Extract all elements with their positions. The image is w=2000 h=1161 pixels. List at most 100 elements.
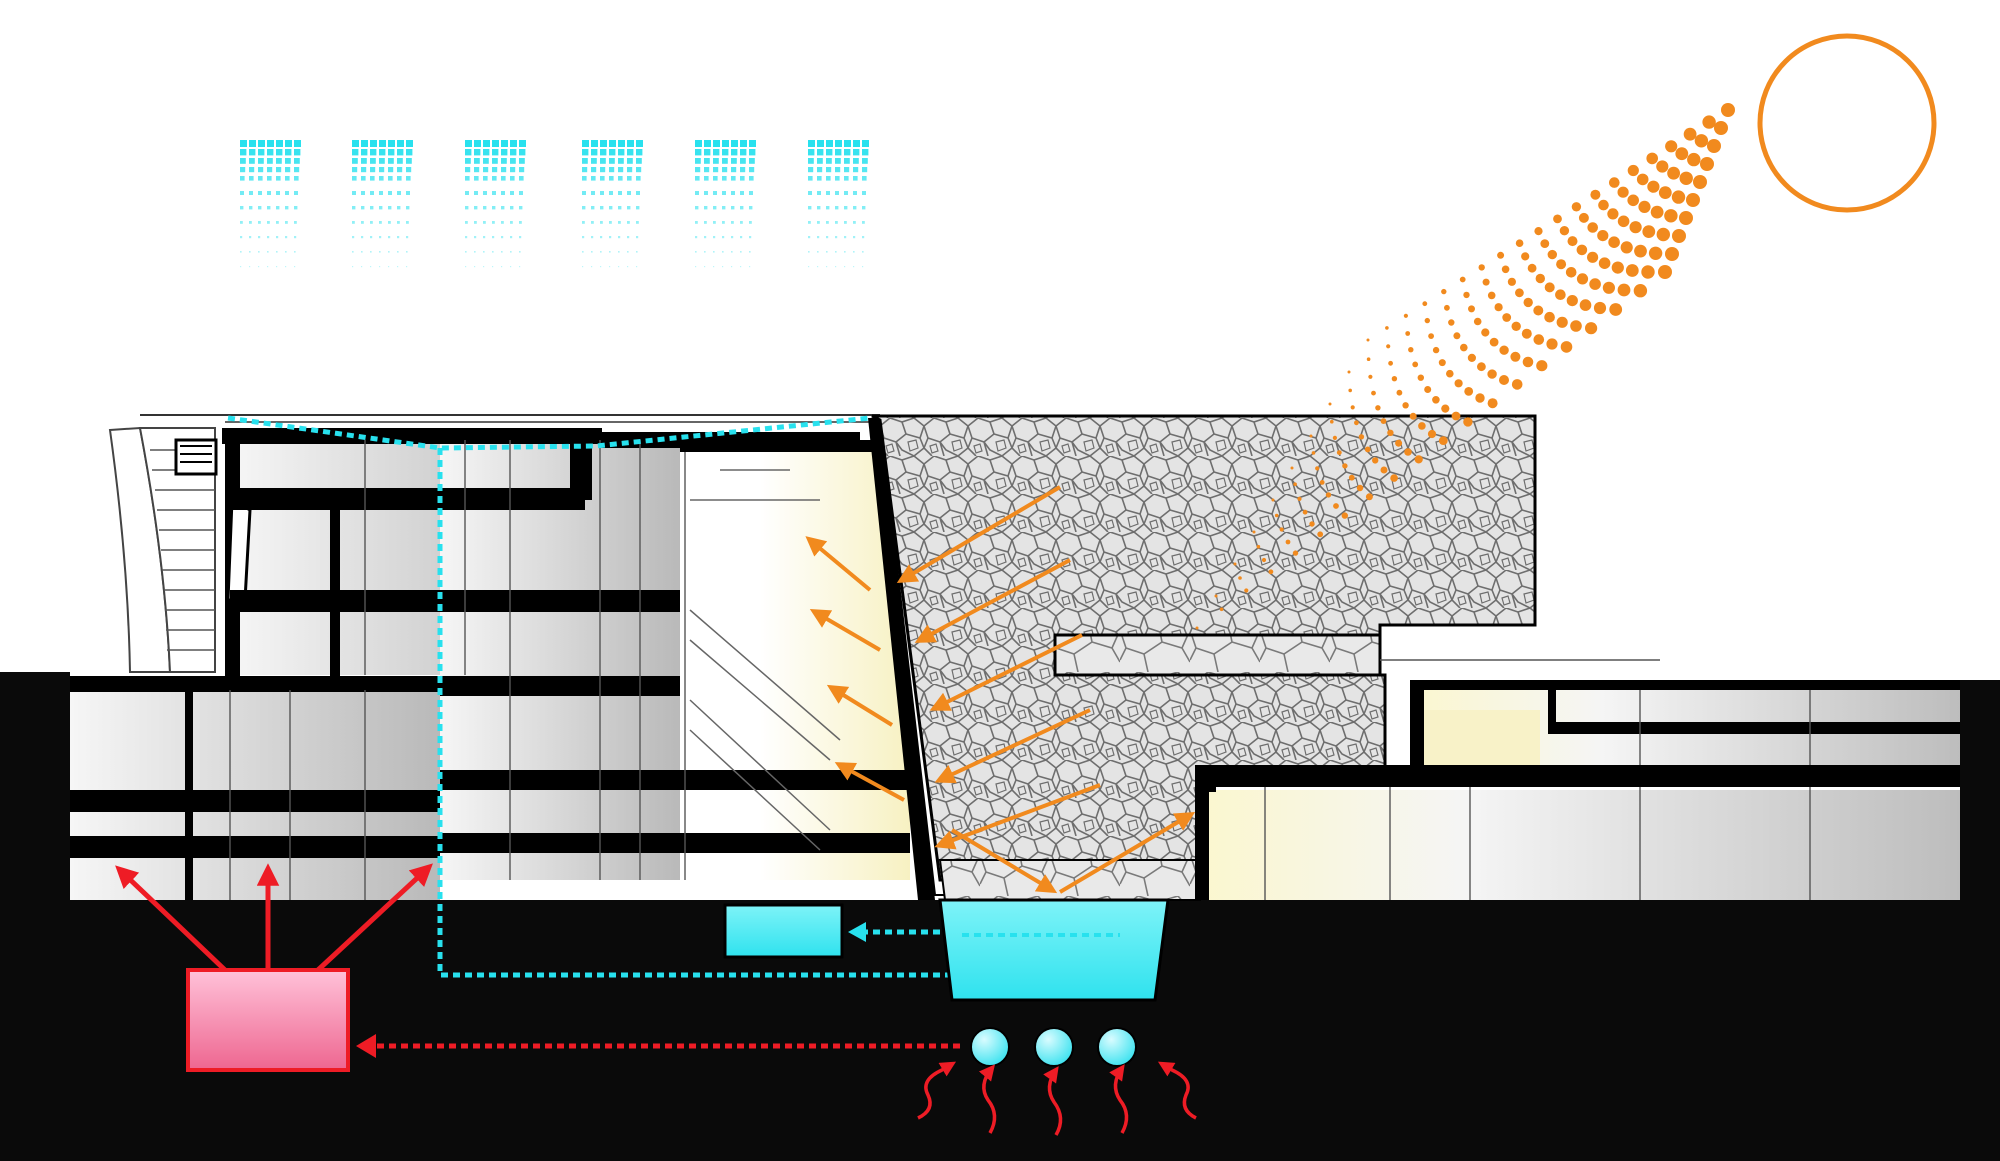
rain-drop bbox=[731, 251, 733, 253]
rain-drop bbox=[465, 221, 468, 224]
rain-drop bbox=[695, 266, 697, 268]
rain-drop bbox=[731, 158, 737, 164]
rain-drop bbox=[483, 176, 488, 181]
solar-ray-dot bbox=[1617, 186, 1629, 198]
solar-ray-dot bbox=[1385, 326, 1389, 330]
solar-ray-dot bbox=[1522, 356, 1534, 368]
rain-drop bbox=[844, 176, 849, 181]
rain-drop bbox=[817, 149, 824, 156]
rain-drop bbox=[591, 206, 595, 210]
rain-drop bbox=[361, 236, 364, 239]
solar-ray-dot bbox=[1412, 361, 1419, 368]
solar-ray-dot bbox=[1336, 450, 1342, 455]
solar-ray-dot bbox=[1642, 225, 1656, 239]
rain-drop bbox=[285, 140, 292, 147]
solar-ray-dot bbox=[1607, 208, 1619, 220]
rain-drop bbox=[844, 149, 851, 156]
rain-drop bbox=[474, 158, 480, 164]
solar-ray-dot bbox=[1679, 211, 1693, 225]
solar-ray-dot bbox=[1527, 263, 1537, 273]
rain-drop bbox=[388, 266, 390, 268]
solar-ray-dot bbox=[1560, 341, 1573, 353]
rain-drop bbox=[853, 236, 856, 239]
rain-drop bbox=[713, 221, 716, 224]
rain-drop bbox=[749, 158, 755, 164]
rain-drop bbox=[749, 149, 756, 156]
solar-ray-dot bbox=[1333, 503, 1339, 509]
rain-drop bbox=[591, 266, 593, 268]
rain-drop bbox=[388, 176, 393, 181]
solar-ray-dot bbox=[1658, 186, 1672, 200]
rain-drop bbox=[267, 206, 271, 210]
solar-ray-dot bbox=[1521, 252, 1530, 261]
solar-ray-dot bbox=[1544, 311, 1555, 323]
rain-drop bbox=[853, 191, 857, 195]
solar-ray-dot bbox=[1477, 362, 1486, 372]
solar-ray-dot bbox=[1261, 557, 1267, 563]
rain-drop bbox=[749, 221, 752, 224]
solar-ray-dot bbox=[1354, 420, 1359, 426]
rain-drop bbox=[397, 158, 403, 164]
solar-ray-dot bbox=[1358, 434, 1365, 440]
rain-drop bbox=[695, 236, 698, 239]
rain-drop bbox=[240, 206, 244, 210]
rain-drop bbox=[582, 176, 587, 181]
solar-ray-dot bbox=[1403, 313, 1408, 318]
rain-drop bbox=[618, 176, 623, 181]
solar-ray-dot bbox=[1453, 332, 1461, 340]
solar-ray-dot bbox=[1386, 344, 1391, 349]
solar-ray-dot bbox=[1571, 202, 1582, 212]
solar-ray-dot bbox=[1325, 492, 1332, 498]
solar-ray-dot bbox=[1371, 390, 1376, 396]
rain-drop bbox=[600, 158, 606, 164]
rain-drop bbox=[465, 167, 471, 173]
rain-drop bbox=[352, 149, 359, 156]
rain-drop bbox=[258, 140, 265, 147]
rain-drop bbox=[862, 167, 868, 173]
rain-drop bbox=[826, 251, 828, 253]
rain-drop bbox=[474, 176, 479, 181]
rain-drop bbox=[276, 167, 282, 173]
rain-drop bbox=[276, 221, 279, 224]
rain-drop bbox=[492, 206, 496, 210]
rain-drop bbox=[740, 167, 746, 173]
rain-drop bbox=[510, 140, 517, 147]
rain-drop bbox=[731, 140, 738, 147]
rain-drop bbox=[492, 251, 494, 253]
rain-drop bbox=[808, 251, 810, 253]
rain-drop bbox=[267, 140, 274, 147]
rain-drop bbox=[249, 236, 252, 239]
rain-drop bbox=[370, 206, 374, 210]
rain-drop bbox=[808, 167, 814, 173]
rain-drop bbox=[249, 167, 255, 173]
solar-ray-dot bbox=[1570, 320, 1582, 332]
rain-drop bbox=[352, 158, 358, 164]
solar-ray-dot bbox=[1609, 177, 1620, 188]
solar-ray-dot bbox=[1627, 164, 1639, 177]
rain-drop bbox=[294, 191, 298, 195]
rain-drop bbox=[713, 266, 715, 268]
rain-drop bbox=[397, 149, 404, 156]
rain-drop bbox=[844, 158, 850, 164]
rain-drop bbox=[379, 140, 386, 147]
rain-drop bbox=[695, 191, 699, 195]
rain-drop bbox=[808, 266, 810, 268]
rain-drop bbox=[465, 140, 472, 147]
solar-ray-dot bbox=[1408, 347, 1414, 353]
rain-drop bbox=[713, 158, 719, 164]
solar-ray-dot bbox=[1233, 562, 1237, 566]
rain-drop bbox=[582, 167, 588, 173]
solar-ray-dot bbox=[1256, 544, 1261, 549]
rain-drop bbox=[817, 221, 820, 224]
solar-ray-dot bbox=[1424, 386, 1432, 393]
rain-drop bbox=[267, 167, 273, 173]
solar-ray-dot bbox=[1556, 259, 1567, 270]
solar-ray-dot bbox=[1319, 480, 1325, 485]
rain-drop bbox=[853, 149, 860, 156]
solar-ray-dot bbox=[1494, 303, 1503, 312]
rain-drop bbox=[276, 140, 283, 147]
rain-drop bbox=[862, 251, 864, 253]
rain-drop bbox=[370, 221, 373, 224]
rain-drop bbox=[862, 206, 866, 210]
solar-ray-dot bbox=[1302, 509, 1308, 515]
